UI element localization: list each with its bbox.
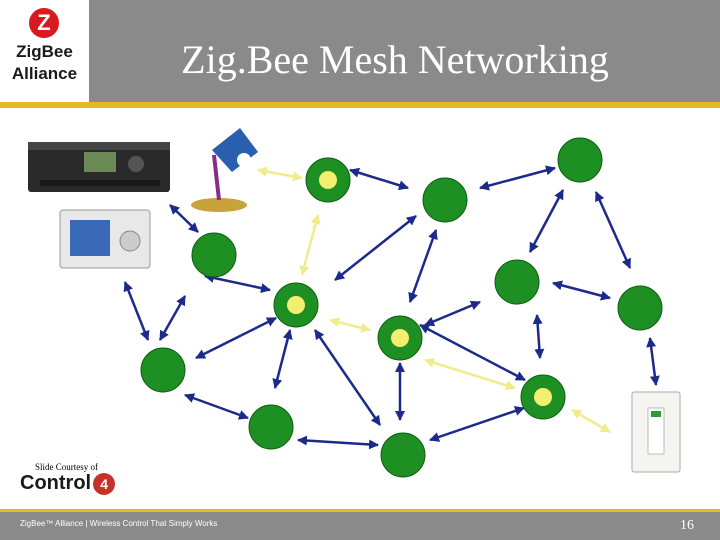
- network-node: [617, 285, 663, 331]
- footer-text: ZigBee™ Alliance | Wireless Control That…: [20, 519, 218, 528]
- media-receiver-icon: [28, 142, 170, 192]
- page-number: 16: [680, 518, 694, 533]
- light-switch-icon: [631, 391, 681, 473]
- mesh-links: [123, 165, 660, 450]
- network-node: [422, 177, 468, 223]
- slide-title: Zig.Bee Mesh Networking: [181, 37, 609, 82]
- end-device-links: [257, 166, 611, 434]
- network-node: [377, 315, 423, 361]
- logo-word-zigbee: ZigBee: [16, 42, 73, 61]
- slide-header: [0, 0, 720, 102]
- network-node: [140, 347, 186, 393]
- network-node: [273, 282, 319, 328]
- network-node: [557, 137, 603, 183]
- touch-panel-icon: [59, 209, 151, 269]
- zigbee-logo: Z ZigBee Alliance: [0, 0, 89, 102]
- control4-badge-icon: 4: [93, 472, 116, 495]
- network-node: [520, 374, 566, 420]
- network-node: [494, 259, 540, 305]
- network-node: [305, 157, 351, 203]
- logo-word-alliance: Alliance: [11, 64, 78, 83]
- zigbee-z-icon: Z: [29, 8, 59, 38]
- footer-accent-bar: [0, 509, 720, 512]
- header-accent-bar: [0, 102, 720, 108]
- control4-wordmark: Control: [20, 472, 92, 494]
- mesh-nodes: [140, 137, 663, 478]
- slide-footer: [0, 512, 720, 540]
- network-node: [380, 432, 426, 478]
- network-node: [191, 232, 237, 278]
- desk-lamp-icon: [191, 128, 258, 212]
- courtesy-label: Slide Courtesy of: [35, 462, 98, 472]
- network-node: [248, 404, 294, 450]
